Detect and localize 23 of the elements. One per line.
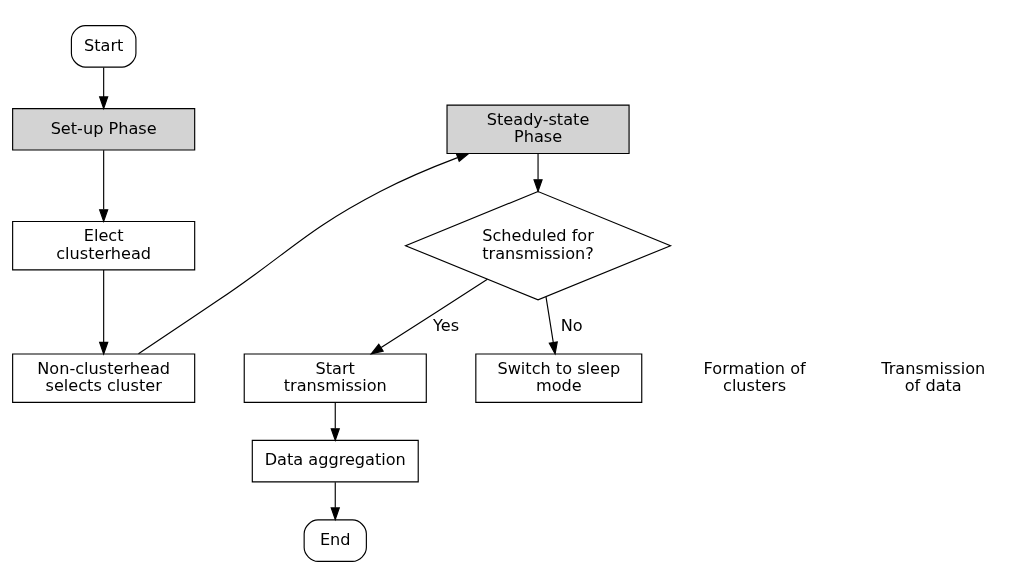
label: Formation of clusters: [703, 358, 806, 396]
arrow: [545, 296, 558, 356]
label: Transmission of data: [881, 358, 986, 396]
node-box: Switch to sleep mode: [475, 353, 643, 403]
node-box: Non-clusterhead selects cluster: [12, 353, 196, 403]
node-diamond: Scheduled for transmission?: [404, 190, 673, 301]
node-box: Elect clusterhead: [12, 220, 196, 271]
arrow: [98, 269, 109, 356]
node-box: Set-up Phase: [12, 108, 196, 151]
arrow: [533, 152, 543, 194]
node-box: Start: [70, 25, 137, 68]
arrow: [369, 278, 488, 355]
node-box: Data aggregation: [251, 439, 419, 483]
arrow: [98, 66, 109, 111]
node-box: Start transmission: [243, 353, 427, 403]
edge-label: Yes: [433, 316, 460, 336]
arrow: [330, 402, 341, 442]
arrow: [137, 152, 471, 355]
node-box: Steady-state Phase: [446, 104, 630, 155]
node-box: End: [303, 519, 367, 562]
edge-label: No: [560, 316, 583, 336]
arrow: [98, 149, 109, 224]
arrow: [330, 481, 341, 522]
